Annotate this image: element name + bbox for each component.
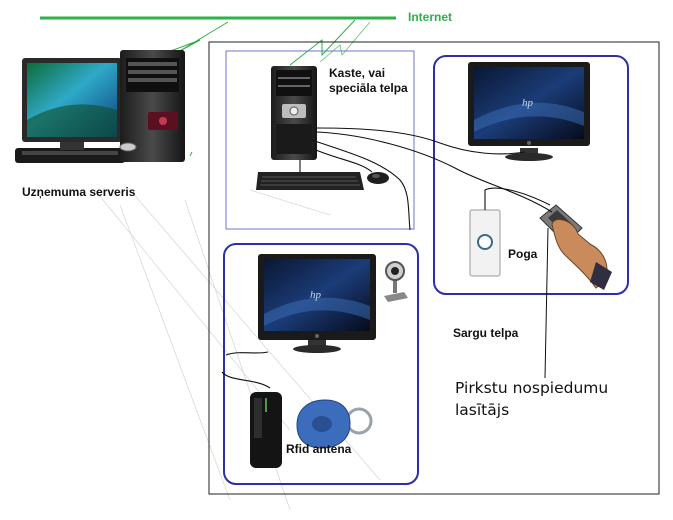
svg-text:hp: hp	[522, 97, 534, 109]
cables	[221, 127, 553, 389]
mouse-icon	[367, 172, 389, 184]
internet-link-box-2	[319, 21, 371, 63]
cable-pc-to-guard-monitor	[315, 127, 526, 155]
box-room-label-line1: Kaste, vai	[329, 66, 386, 80]
push-button-icon	[469, 209, 501, 277]
svg-text:hp: hp	[310, 289, 322, 301]
cable-to-rfid-reader	[221, 351, 271, 389]
internet-link-server	[159, 21, 229, 56]
rfid-label: Rfid antena	[286, 442, 352, 456]
keyboard-icon	[256, 172, 364, 190]
server-pointer	[189, 151, 193, 157]
rfid-keyfob-icon	[296, 399, 373, 449]
cable-pc-to-guard-room	[315, 131, 553, 213]
cable-pc-to-mouse	[315, 149, 373, 173]
monitor-icon: hp	[258, 254, 376, 353]
fingerprint-callout-line	[544, 227, 549, 379]
cable-pc-down	[311, 139, 411, 231]
server-computer-icon	[15, 50, 185, 163]
fingerprint-label-line2: lasītājs	[455, 401, 510, 419]
webcam-icon	[384, 261, 408, 302]
internet-label: Internet	[408, 10, 453, 24]
button-label: Poga	[508, 247, 538, 261]
fingerprint-reader-icon	[539, 204, 612, 290]
internet-link-box	[289, 19, 356, 66]
tower-pc-icon	[271, 66, 317, 160]
server-label: Uzņemuma serveris	[22, 185, 136, 199]
box-room-zone	[225, 50, 415, 230]
site-frame	[208, 41, 660, 495]
rfid-reader-icon	[250, 392, 282, 468]
monitor-icon: hp	[468, 62, 590, 161]
box-room-label-line2: speciāla telpa	[329, 81, 408, 95]
guard-room-zone	[433, 55, 629, 295]
cable-button-to-guard	[484, 187, 551, 210]
guard-room-label: Sargu telpa	[453, 326, 519, 340]
rfid-zone	[223, 243, 419, 485]
fingerprint-label-line1: Pirkstu nospiedumu	[455, 379, 609, 397]
